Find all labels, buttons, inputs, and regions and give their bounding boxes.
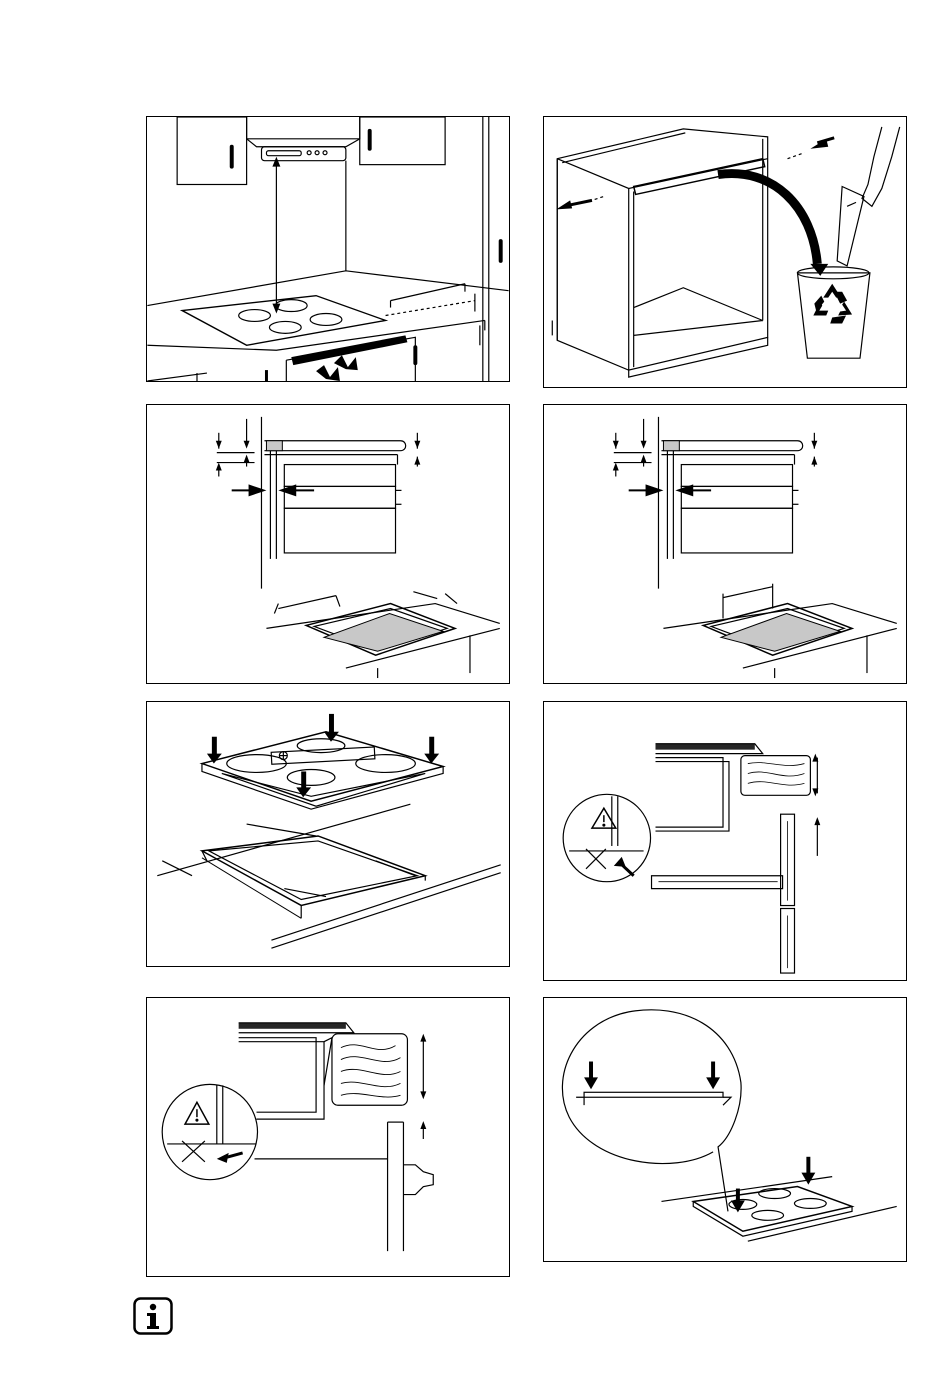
- figure-hood-distance: [146, 116, 510, 382]
- figure-cutout-dimensions-b: [543, 404, 907, 684]
- cabinet-recycle-illustration: [544, 117, 906, 387]
- figure-cutout-dimensions-a: [146, 404, 510, 684]
- hob-seal-illustration: [147, 702, 509, 966]
- warning-icon-2: [185, 1102, 209, 1124]
- cutout-section-illustration-b: [544, 405, 906, 683]
- figure-hob-mounting-detail: [543, 997, 907, 1262]
- wood-gap-knob-illustration: [147, 998, 509, 1276]
- figure-cabinet-recycle: [543, 116, 907, 388]
- figure-hob-seal: [146, 701, 510, 967]
- info-icon: [133, 1297, 173, 1335]
- figure-wood-gap-warning: [543, 701, 907, 981]
- wall-cabinet-left: [177, 117, 246, 184]
- hood-hob-illustration: [147, 117, 509, 381]
- recycle-icon: [813, 284, 852, 324]
- wood-gap-illustration: [544, 702, 906, 980]
- cutout-section-illustration: [147, 405, 509, 683]
- figure-wood-gap-knob: [146, 997, 510, 1277]
- hob-mounting-illustration: [544, 998, 906, 1261]
